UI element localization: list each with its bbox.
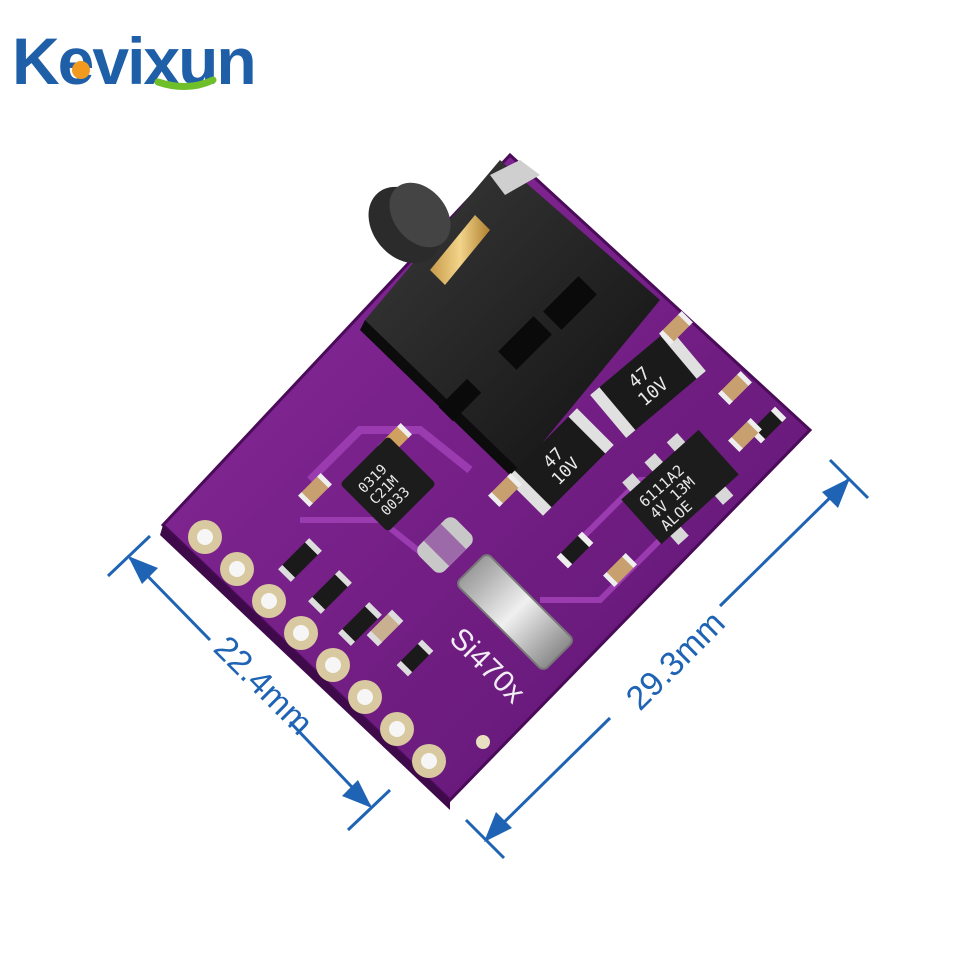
regulator-chip: 6111A2 4V 13M ALOE <box>621 429 739 545</box>
crystal-oscillator <box>457 554 573 670</box>
logo-green-swoosh <box>154 76 217 90</box>
smd-resistors-right <box>488 311 787 587</box>
pin-hole <box>284 616 318 650</box>
audio-jack <box>360 160 660 480</box>
pin-hole <box>252 584 286 618</box>
mounting-dot <box>476 735 490 749</box>
header-pin-row <box>188 520 490 778</box>
inductor <box>417 517 473 573</box>
pin-hole <box>316 648 350 682</box>
pin-hole <box>220 552 254 586</box>
pin-hole <box>188 520 222 554</box>
pin-hole <box>348 680 382 714</box>
kevixun-logo: Kevixun <box>12 24 257 98</box>
capacitor-b: 47 10V <box>506 408 614 516</box>
logo-orange-dot <box>72 61 90 79</box>
dimension-right-label: 29.3mm <box>619 604 733 718</box>
pin-hole <box>412 744 446 778</box>
pin-hole <box>380 712 414 746</box>
logo-text: Kevixun <box>12 24 255 98</box>
